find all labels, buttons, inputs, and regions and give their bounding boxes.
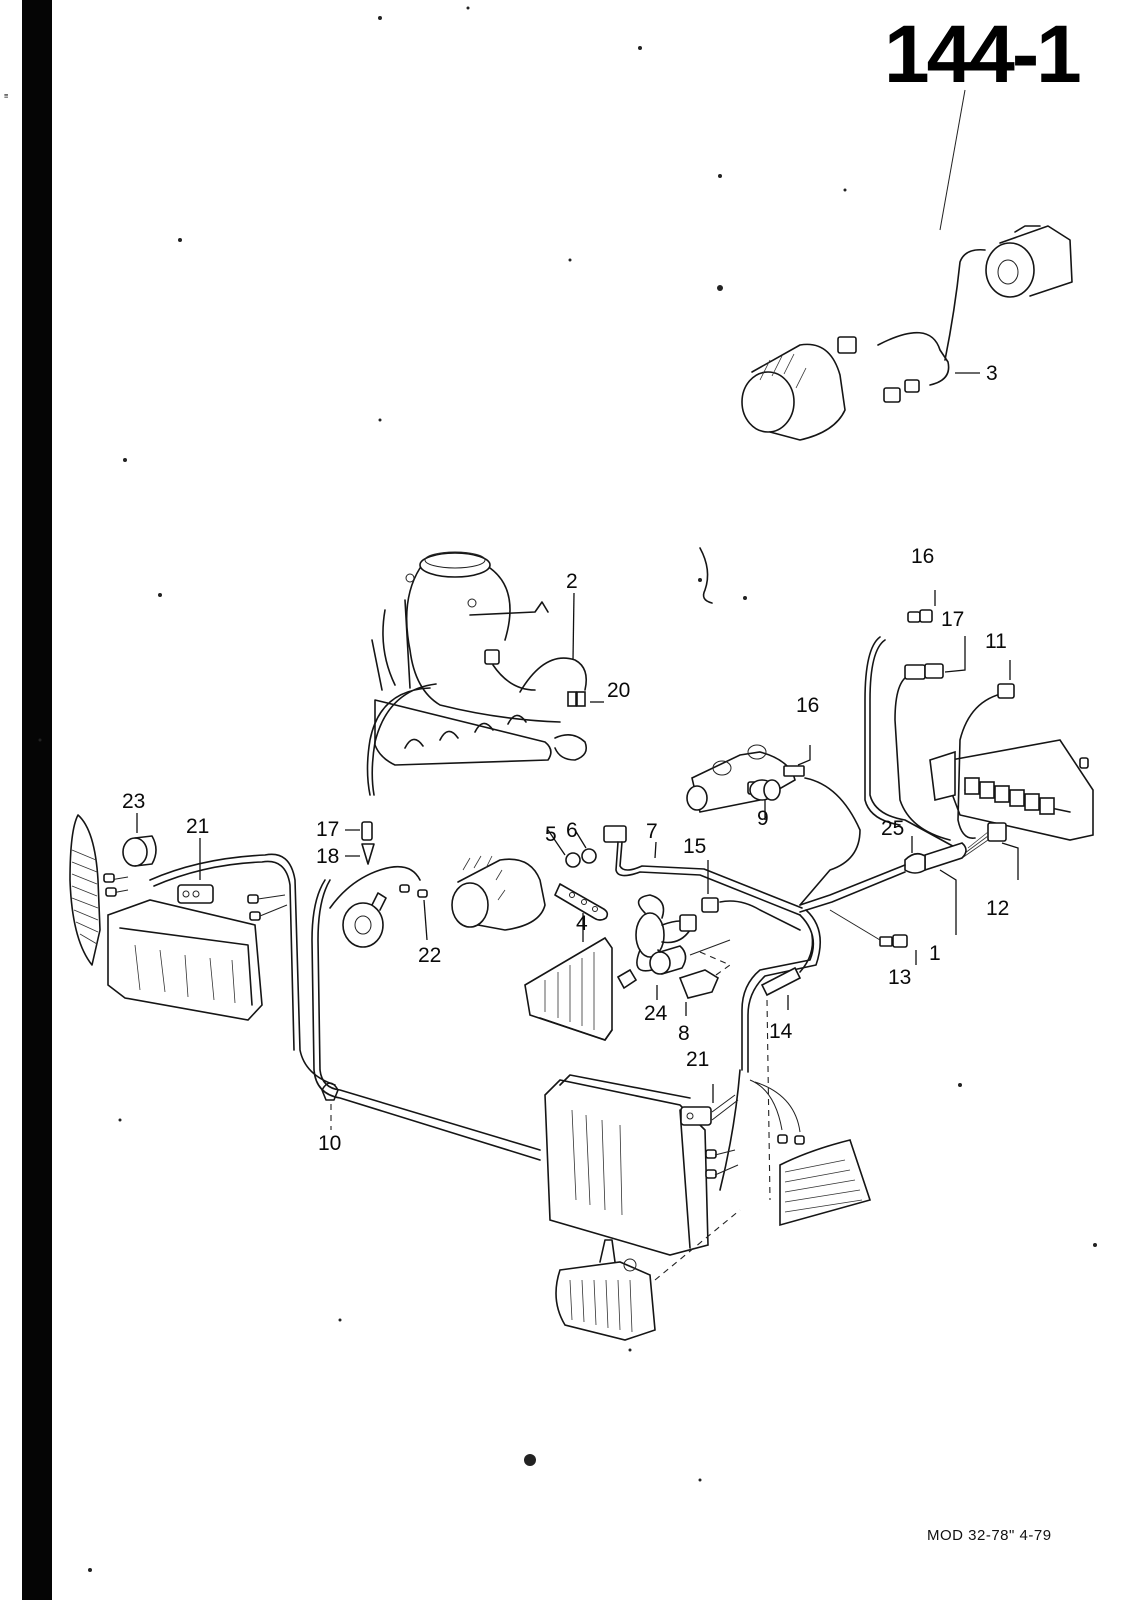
relay-leads [864, 590, 1019, 880]
callout-3: 3 [986, 362, 998, 385]
lead-2 [519, 592, 604, 707]
bracket-strap-4 [554, 883, 609, 942]
page-number: 144-1 [884, 9, 1082, 100]
callout-21-right: 21 [686, 1048, 709, 1071]
radiator [524, 936, 613, 1041]
fog-lamp [555, 1209, 741, 1341]
callout-21-left: 21 [186, 815, 209, 838]
flat-connector-16 [783, 745, 861, 906]
callout-10: 10 [318, 1132, 341, 1155]
intake-manifold [371, 551, 588, 766]
callout-9: 9 [757, 807, 769, 830]
callout-17-upper: 16 [911, 545, 934, 568]
bulb-socket-23 [122, 813, 157, 867]
right-headlamp [544, 1074, 709, 1256]
temp-sender-24 [616, 939, 731, 1000]
callout-15: 15 [683, 835, 706, 858]
binding-strip [22, 0, 52, 1600]
alternator-top [741, 343, 846, 441]
callout-8: 8 [678, 1022, 690, 1045]
callout-11: 11 [985, 630, 1007, 653]
callout-labels: 3 2 20 16 17 11 16 9 7 15 5 6 4 25 12 1 … [122, 362, 1009, 1155]
lower-harness [719, 909, 822, 1191]
right-headlamp-connector [680, 1084, 739, 1179]
scan-specks [38, 6, 1097, 1572]
callout-4: 4 [576, 912, 588, 935]
lead-17-19-left [345, 683, 437, 865]
callout-22: 22 [418, 944, 441, 967]
callout-16: 16 [796, 694, 819, 717]
binding-mark: ≡ [4, 92, 9, 100]
relay-plate [929, 739, 1094, 841]
connector-13 [829, 909, 917, 965]
footer-code: MOD 32-78" 4-79 [927, 1527, 1052, 1544]
callout-6: 6 [566, 819, 578, 842]
callout-7: 7 [646, 820, 658, 843]
callout-23: 23 [122, 790, 145, 813]
callout-18: 17 [941, 608, 964, 631]
left-headlamp [107, 899, 263, 1021]
callout-2: 2 [566, 570, 578, 593]
callout-20: 20 [607, 679, 630, 702]
harness-clip-10 [321, 1082, 339, 1130]
callout-5: 5 [545, 823, 557, 846]
fan-connector-15 [701, 860, 801, 931]
right-turn-signal [749, 1079, 872, 1227]
cable-3 [837, 248, 986, 403]
callout-13: 13 [888, 966, 911, 989]
callout-25: 25 [881, 817, 904, 840]
alternator-center [451, 855, 546, 931]
callout-24: 24 [644, 1002, 668, 1025]
washer-nut-5-6 [547, 829, 597, 868]
grommet-25 [799, 836, 926, 913]
left-turn-signal [69, 814, 101, 966]
brake-master-cylinder [686, 744, 796, 813]
fan-lead-7 [603, 825, 803, 916]
callout-17-left: 17 [316, 818, 339, 841]
starter-motor [985, 225, 1073, 298]
main-harness-sleeve-1 [924, 842, 967, 935]
long-harness-left [311, 879, 541, 1161]
callout-19: 18 [316, 845, 339, 868]
radiator-fan [635, 894, 697, 972]
fuse-holder-14 [760, 934, 814, 1201]
callout-1: 1 [929, 942, 941, 965]
brake-switch-9 [749, 779, 781, 820]
connector-8 [678, 951, 732, 1016]
left-harness-branch [103, 838, 336, 1086]
callout-12: 12 [986, 897, 1009, 920]
horn [329, 865, 428, 948]
callout-14: 14 [769, 1020, 793, 1043]
